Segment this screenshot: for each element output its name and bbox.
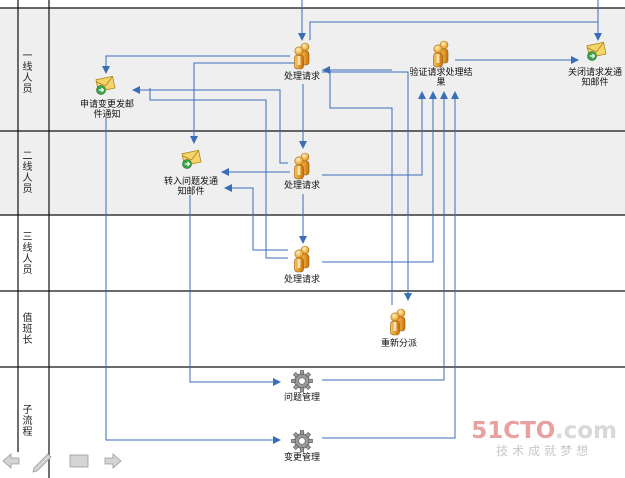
mail-send-icon <box>95 75 116 96</box>
l1-close-notify-text: 关闭请求发通知邮件 <box>567 68 622 88</box>
l3-process-node <box>294 245 310 273</box>
pen-icon <box>32 453 52 473</box>
l1-change-notify-text: 申请变更发邮件通知 <box>79 100 134 120</box>
lane-duty-bg <box>0 291 625 367</box>
l2-problem-notify-text: 转入问题发通知邮件 <box>163 177 218 197</box>
arrow-left-icon <box>2 453 20 469</box>
lane-label-1: 一线人员 <box>22 51 33 95</box>
actor-group-icon <box>294 245 310 273</box>
l1-verify-node <box>433 40 449 68</box>
l1-close-notify-node <box>586 41 607 62</box>
l1-change-notify-label: 申请变更发邮件通知 <box>78 100 136 120</box>
l2-process-node <box>294 152 310 180</box>
l1-close-notify-label: 关闭请求发通知邮件 <box>565 68 625 88</box>
duty-reassign-node <box>390 308 406 336</box>
lane-3-bg <box>0 215 625 291</box>
l1-process-label: 处理请求 <box>283 72 320 82</box>
watermark-logo-suffix: .com <box>554 418 617 444</box>
watermark-logo: 51CTO.com <box>471 418 617 444</box>
watermark: 51CTO.com 技术成就梦想 <box>471 418 617 459</box>
lane-label-duty: 值班长 <box>22 313 33 346</box>
lane-label-3: 三线人员 <box>22 232 33 276</box>
l2-problem-notify-label: 转入问题发通知邮件 <box>160 177 222 197</box>
mail-send-icon <box>181 149 202 170</box>
l1-process-node <box>294 42 310 70</box>
actor-group-icon <box>294 42 310 70</box>
duty-reassign-label: 重新分派 <box>380 339 417 349</box>
lane-label-2: 二线人员 <box>22 151 33 195</box>
arrow-right-icon <box>104 453 122 469</box>
l1-change-notify-node <box>95 75 116 96</box>
gear-icon <box>291 370 313 392</box>
l3-process-label: 处理请求 <box>283 275 320 285</box>
lane-label-sub: 子流程 <box>22 405 33 438</box>
sub-change-mgmt-node <box>291 430 313 452</box>
mail-send-icon <box>586 41 607 62</box>
lane-sub-bg <box>0 367 625 478</box>
gear-icon <box>291 430 313 452</box>
l2-process-label: 处理请求 <box>283 181 320 191</box>
watermark-tagline: 技术成就梦想 <box>496 444 593 458</box>
slideshow-nav <box>2 453 122 473</box>
actor-group-icon <box>294 152 310 180</box>
watermark-logo-main: 51CTO <box>471 418 555 444</box>
actor-group-icon <box>433 40 449 68</box>
actor-group-icon <box>390 308 406 336</box>
sub-problem-mgmt-node <box>291 370 313 392</box>
lane-2-bg <box>0 131 625 215</box>
l1-verify-label: 验证请求处理结果 <box>408 68 474 88</box>
l2-problem-notify-node <box>181 149 202 170</box>
sub-change-mgmt-label: 变更管理 <box>283 453 320 463</box>
sub-problem-mgmt-label: 问题管理 <box>283 393 320 403</box>
slides-icon <box>69 454 89 468</box>
l1-verify-text: 验证请求处理结果 <box>409 68 473 88</box>
